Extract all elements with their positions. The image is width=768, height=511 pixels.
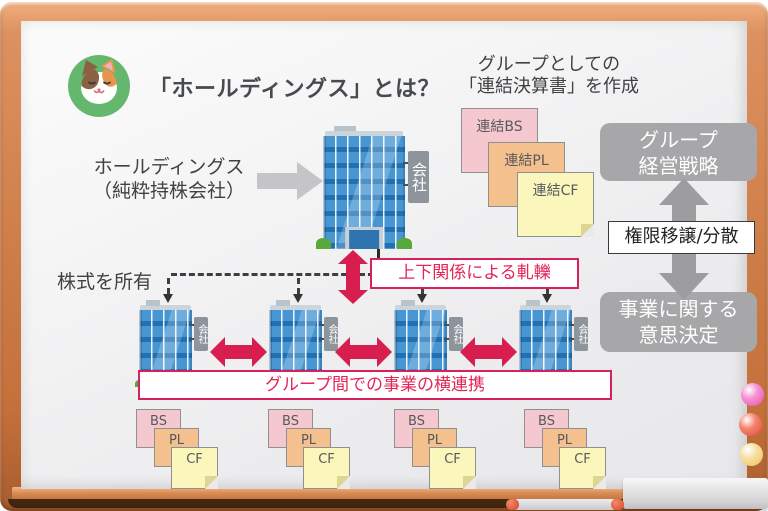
yellow-magnet-icon	[740, 443, 763, 466]
consolidated-cf-note: 連結CF	[517, 172, 594, 237]
ownership-drop-line	[167, 278, 170, 294]
red-left-right-arrow-icon	[460, 337, 517, 367]
group-strategy-line2: 経営戦略	[638, 154, 719, 178]
building-roof	[270, 305, 321, 311]
holding-company-building: 会社	[316, 126, 429, 250]
building-connector-line	[377, 247, 380, 260]
board-surface: 「ホールディングス」とは？ ホールディングス （純粋持株会社） 会社 グループと…	[21, 21, 768, 510]
company-sign: 会社	[403, 151, 429, 203]
bush-icon	[316, 238, 332, 249]
down-arrowhead-icon	[542, 294, 552, 303]
company-sign: 会社	[319, 317, 338, 351]
delegation-box: 権限移譲/分散	[608, 221, 755, 254]
business-decision-line1: 事業に関する	[618, 297, 739, 321]
building-antenna	[334, 126, 356, 132]
red-left-right-arrow-icon	[210, 337, 267, 367]
business-decision-line2: 意思決定	[638, 323, 719, 347]
red-left-right-arrow-icon	[335, 337, 392, 367]
cf-note: CF	[303, 447, 350, 489]
building-antenna	[146, 300, 161, 306]
whiteboard-tray	[12, 487, 756, 502]
marker-pen-icon	[506, 499, 624, 510]
cf-note: CF	[429, 447, 476, 489]
cf-note: CF	[559, 447, 606, 489]
board-eraser-icon	[623, 478, 768, 509]
building-antenna	[401, 300, 416, 306]
company-sign: 会社	[189, 317, 208, 351]
building-entrance	[345, 226, 383, 250]
consolidated-heading-line1: グループとしての	[477, 54, 621, 75]
consolidated-heading: グループとしての 「連結決算書」を作成	[439, 54, 659, 98]
vertical-friction-box: 上下関係による軋轢	[370, 258, 579, 289]
bush-icon	[396, 238, 412, 249]
own-shares-label: 株式を所有	[57, 271, 153, 293]
holdings-label-line2: （純粋持株会社）	[92, 180, 245, 202]
holdings-label-line1: ホールディングス	[93, 156, 245, 178]
down-arrowhead-icon	[293, 294, 303, 303]
building-antenna	[526, 300, 541, 306]
financial-notes-stack: BS PL CF	[524, 409, 608, 491]
financial-notes-stack: BS PL CF	[394, 409, 478, 491]
financial-notes-stack: BS PL CF	[268, 409, 352, 491]
cf-note: CF	[171, 447, 218, 489]
red-up-down-arrow-icon	[338, 250, 368, 304]
company-sign: 会社	[569, 317, 588, 351]
building-roof	[395, 305, 446, 311]
page-title: 「ホールディングス」とは？	[149, 77, 440, 102]
cat-avatar-icon	[67, 54, 131, 118]
business-decision-box: 事業に関する 意思決定	[600, 292, 757, 352]
pink-magnet-icon	[741, 383, 764, 406]
group-strategy-box: グループ 経営戦略	[600, 123, 757, 181]
horizontal-collaboration-box: グループ間での事業の横連携	[138, 370, 612, 400]
down-arrowhead-icon	[417, 294, 427, 303]
building-roof	[140, 305, 191, 311]
financial-notes-stack: BS PL CF	[136, 409, 220, 491]
holdings-label: ホールディングス （純粋持株会社）	[67, 155, 271, 203]
building-antenna	[276, 300, 291, 306]
company-sign: 会社	[444, 317, 463, 351]
frame-shadow	[8, 499, 760, 508]
building-roof	[324, 131, 404, 137]
down-arrowhead-icon	[163, 294, 173, 303]
group-strategy-line1: グループ	[639, 128, 718, 152]
right-arrow-icon	[257, 162, 323, 200]
red-magnet-icon	[739, 413, 762, 436]
ownership-drop-line	[297, 278, 300, 294]
cat-face-icon	[68, 55, 130, 117]
building-roof	[520, 305, 571, 311]
ownership-dashed-line	[171, 273, 553, 276]
consolidated-heading-line2: 「連結決算書」を作成	[459, 76, 639, 97]
